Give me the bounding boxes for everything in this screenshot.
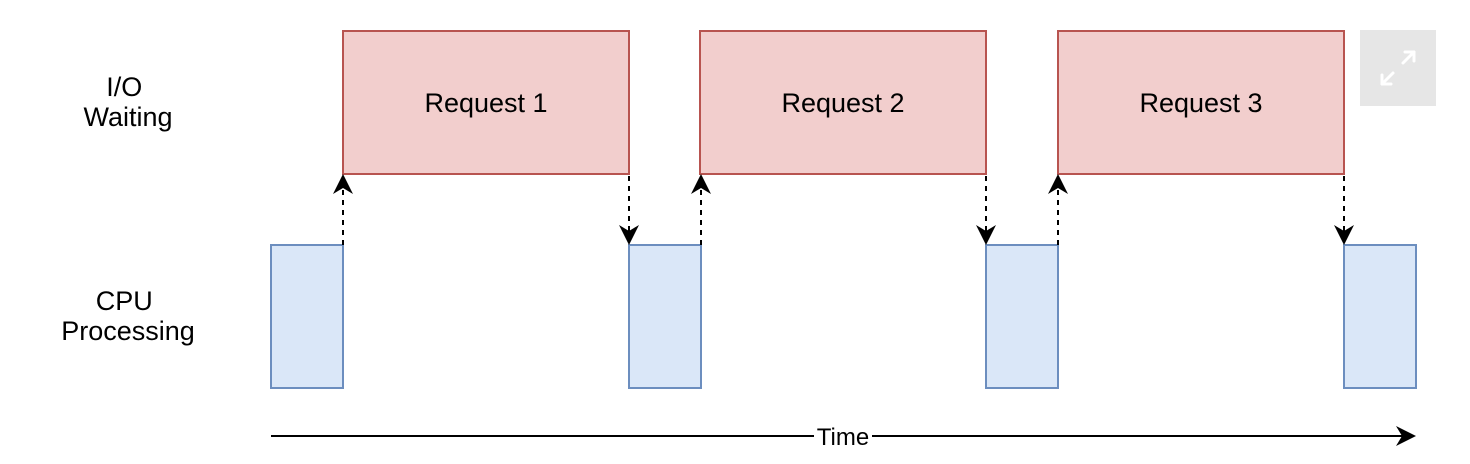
io-lane-label-line2: Waiting [83, 102, 172, 132]
cpu-lane-label: CPU Processing [61, 286, 195, 346]
cpu-lane-label-line1: CPU [96, 286, 153, 316]
request-box-1: Request 1 [342, 30, 630, 175]
request-box-2: Request 2 [699, 30, 987, 175]
cpu-block-1 [270, 244, 344, 389]
expand-button[interactable] [1360, 30, 1436, 106]
cpu-lane-label-line2: Processing [61, 316, 195, 346]
cpu-block-4 [1343, 244, 1417, 389]
request-box-3: Request 3 [1057, 30, 1345, 175]
request-label-1: Request 1 [424, 88, 547, 118]
io-lane-label: I/O Waiting [83, 72, 172, 132]
io-lane-label-line1: I/O [106, 72, 142, 102]
time-axis-label: Time [817, 424, 869, 451]
cpu-block-3 [985, 244, 1059, 389]
request-label-3: Request 3 [1139, 88, 1262, 118]
cpu-block-2 [628, 244, 702, 389]
request-label-2: Request 2 [781, 88, 904, 118]
expand-icon [1380, 50, 1416, 86]
